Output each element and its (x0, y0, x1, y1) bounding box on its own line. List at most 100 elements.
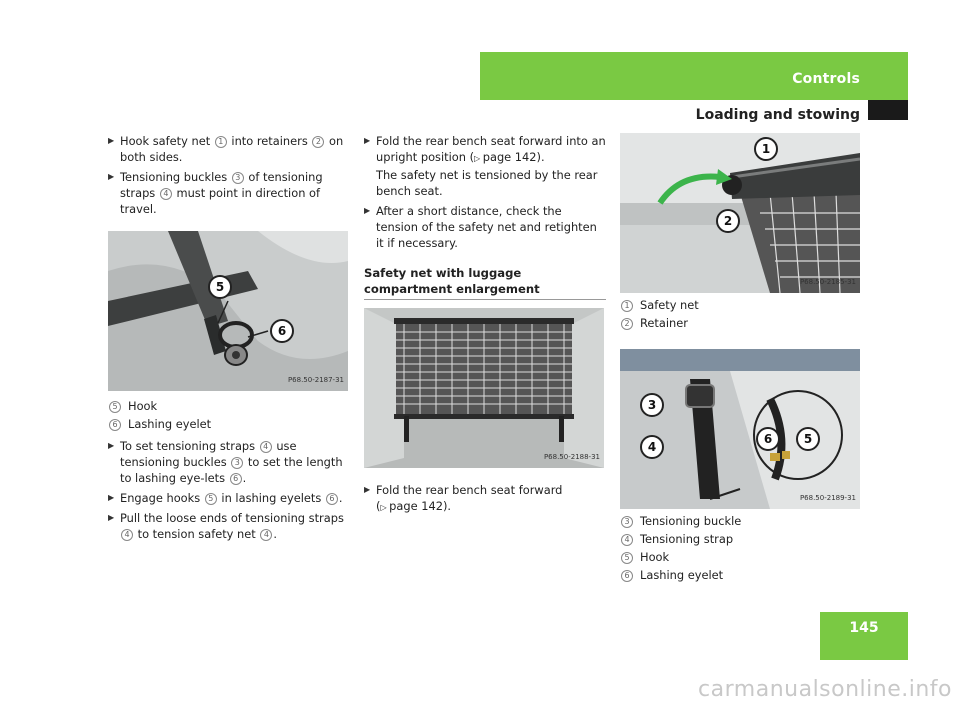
legend-label: Tensioning strap (640, 532, 734, 546)
step-check-tension: ▶ After a short distance, check the tens… (364, 203, 606, 251)
watermark: carmanualsonline.info (698, 677, 952, 702)
figure-1-drawing (108, 231, 348, 391)
triangle-right-icon: ▶ (364, 136, 371, 145)
figure-3-drawing (620, 133, 860, 293)
callout-ref: 4 (259, 441, 272, 453)
triangle-right-icon: ▶ (108, 441, 115, 450)
callout-4: 4 (640, 435, 664, 459)
callout-ref: 2 (312, 136, 325, 148)
page-ref[interactable]: page 142). (389, 499, 452, 513)
figure-safety-net-retainer: 1 2 P68.50-2185-31 (620, 133, 860, 293)
section-header-tab: Controls (480, 52, 908, 100)
column-2: ▶ Fold the rear bench seat forward into … (364, 133, 606, 520)
callout-ref: 3 (621, 516, 633, 528)
legend-number: 6 (108, 416, 122, 432)
step-text: To set tensioning straps (120, 439, 259, 453)
legend-item: 5 Hook (108, 398, 350, 416)
triangle-right-icon: ▶ (364, 206, 371, 215)
step-text: use tensioning buckles (120, 439, 297, 469)
steps-group-b: ▶ To set tensioning straps 4 use tensioni… (108, 438, 350, 542)
legend-number: 3 (620, 513, 634, 529)
triangle-right-icon: ▶ (108, 172, 115, 181)
legend-label: Tensioning buckle (640, 514, 742, 528)
step-text: must point in direction of travel. (120, 186, 321, 216)
callout-1: 1 (754, 137, 778, 161)
callout-5: 5 (208, 275, 232, 299)
step-text: . (273, 527, 277, 541)
header-marker-block (868, 100, 908, 120)
callout-ref: 5 (109, 401, 121, 413)
page-ref[interactable]: page 142). (482, 150, 545, 164)
legend-number: 5 (620, 549, 634, 565)
figure-code: P68.50-2187-31 (287, 376, 344, 384)
triangle-right-icon: ▶ (108, 136, 115, 145)
figure-code: P68.50-2188-31 (543, 453, 600, 461)
page-ref-arrow-icon: ▷ (474, 154, 483, 163)
column-1: ▶Hook safety net 1 into retainers 2 on b… (108, 133, 350, 546)
callout-2: 2 (716, 209, 740, 233)
legend-number: 5 (108, 398, 122, 414)
figure-4-drawing (620, 349, 860, 509)
callout-ref: 4 (621, 534, 633, 546)
legend-number: 1 (620, 297, 634, 313)
callout-ref: 6 (621, 570, 633, 582)
step-text: of tensioning straps (120, 170, 323, 200)
callout-ref: 6 (229, 473, 242, 485)
legend-figure-3: 1 Safety net 2 Retainer (620, 297, 860, 333)
step-text: . (242, 471, 247, 485)
instruction-step: ▶ Tensioning buckles 3 of tensioning stra… (108, 169, 350, 217)
legend-item: 6 Lashing eyelet (620, 567, 860, 585)
legend-number: 2 (620, 315, 634, 331)
step-text: . (338, 491, 343, 505)
step-text: in lashing eyelets (217, 491, 325, 505)
callout-ref: 6 (109, 419, 121, 431)
instruction-step: ▶Hook safety net 1 into retainers 2 on b… (108, 133, 350, 165)
callout-ref: 1 (214, 136, 227, 148)
step-text: Fold the rear bench seat forward into an… (376, 134, 606, 164)
step-fold-upright: ▶ Fold the rear bench seat forward into … (364, 133, 606, 199)
step-text: After a short distance, check the tensio… (376, 204, 597, 250)
page-subtitle: Loading and stowing (695, 107, 860, 123)
callout-ref: 4 (260, 529, 273, 541)
legend-label: Lashing eyelet (128, 417, 212, 431)
step-text: on both sides. (120, 134, 344, 164)
legend-label: Lashing eyelet (640, 568, 724, 582)
step-text-continued: The safety net is tensioned by the rear … (376, 168, 598, 198)
step-text: Pull the loose ends of tensioning straps (120, 511, 344, 525)
page-number: 145 (849, 620, 879, 636)
callout-ref: 4 (121, 529, 133, 541)
step-text: Tensioning buckles (120, 170, 231, 184)
legend-label: Hook (640, 550, 670, 564)
legend-label: Safety net (640, 298, 699, 312)
legend-item: 6 Lashing eyelet (108, 416, 350, 434)
callout-ref: 3 (231, 457, 244, 469)
legend-item: 2 Retainer (620, 315, 860, 333)
callout-ref: 2 (621, 318, 633, 330)
legend-item: 4 Tensioning strap (620, 531, 860, 549)
callout-ref: 5 (204, 493, 217, 505)
instruction-step: ▶ To set tensioning straps 4 use tensioni… (108, 438, 350, 486)
figure-2-drawing (364, 308, 604, 468)
callout-6: 6 (756, 427, 780, 451)
legend-number: 4 (620, 531, 634, 547)
figure-hook-lashing-eyelet: 5 6 P68.50-2187-31 (108, 231, 348, 391)
step-text: into retainers (227, 134, 312, 148)
step-text: Engage hooks (120, 491, 204, 505)
legend-number: 6 (620, 567, 634, 583)
step-text: to tension safety net (134, 527, 260, 541)
triangle-right-icon: ▶ (108, 513, 115, 522)
section-title: Controls (792, 71, 860, 87)
callout-ref: 5 (621, 552, 633, 564)
callout-3: 3 (640, 393, 664, 417)
legend-label: Hook (128, 399, 158, 413)
step-fold-forward: ▶ Fold the rear bench seat forward (▷ pa… (364, 483, 563, 513)
legend-label: Retainer (640, 316, 688, 330)
section-heading: Safety net with luggage compartment enla… (364, 265, 606, 300)
triangle-right-icon: ▶ (364, 485, 371, 494)
callout-ref: 3 (231, 172, 244, 184)
callout-5: 5 (796, 427, 820, 451)
legend-figure-4: 3 Tensioning buckle 4 Tensioning strap 5 Hook… (620, 513, 860, 585)
legend-item: 5 Hook (620, 549, 860, 567)
legend-item: 1 Safety net (620, 297, 860, 315)
